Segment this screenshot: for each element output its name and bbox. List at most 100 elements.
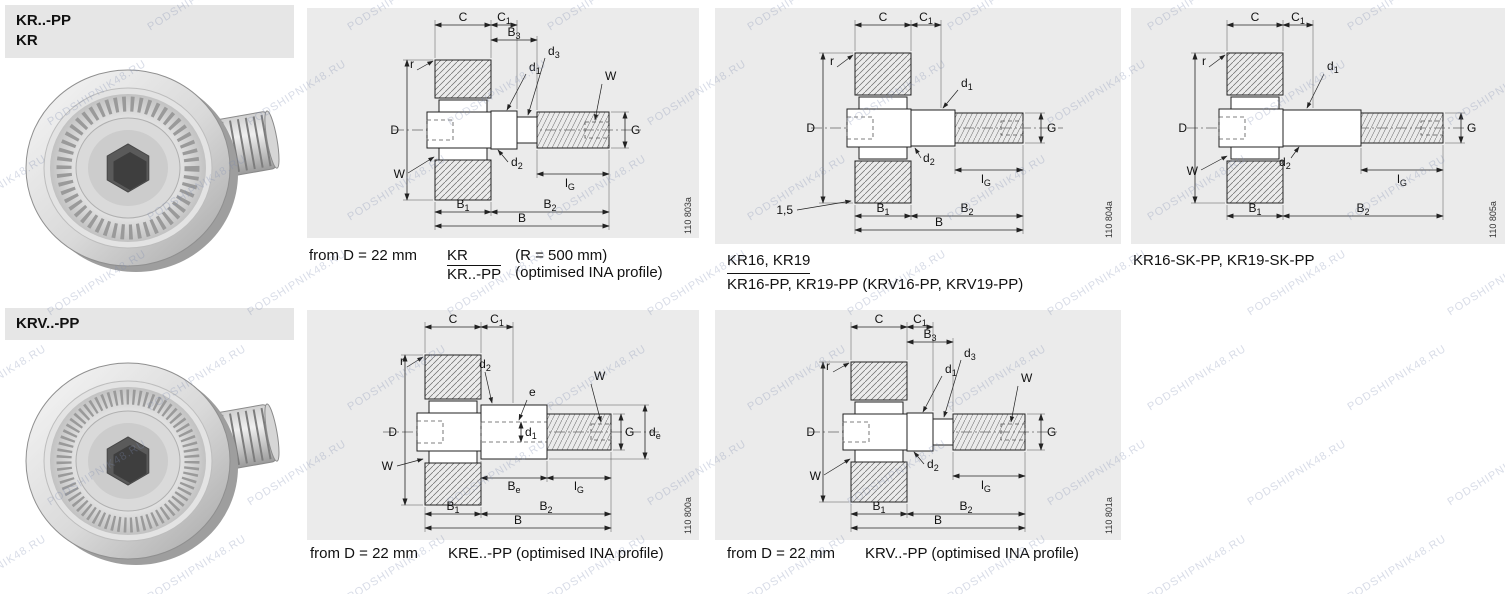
caption-fig4-prefix: from D = 22 mm (310, 545, 418, 562)
dim-d1: d1 (529, 60, 541, 76)
dim-G: G (1047, 121, 1056, 135)
dim-B3: B3 (507, 25, 520, 41)
dim-chamfer: 1,5 (776, 203, 793, 217)
dimension-lines (820, 22, 1044, 233)
dim-C: C (879, 10, 888, 24)
dim-B1: B1 (876, 201, 889, 217)
dim-r: r (830, 54, 834, 68)
caption-fig4-label: KRE..-PP (optimised INA profile) (447, 545, 664, 562)
caption-fig1-note: (R = 500 mm) (optimised INA profile) (515, 247, 663, 281)
dim-B2: B2 (539, 499, 552, 515)
roller-section (416, 354, 482, 506)
caption-fig1-designation: KR KR..-PP (446, 247, 502, 283)
dim-C: C (1251, 10, 1260, 24)
dim-d2: d2 (923, 151, 935, 167)
leader-lines (823, 359, 1019, 476)
dim-r: r (410, 57, 414, 71)
dim-r: r (826, 359, 830, 373)
drawing-kre-cross-section: C C1 d2 e d1 W r D G de W Be lG B1 B2 B … (382, 312, 693, 534)
stud-section (490, 110, 610, 150)
drawing-krv-cross-section: C C1 B3 d3 d1 W r D G W d2 lG B1 B2 B 11… (806, 312, 1114, 534)
dim-C: C (875, 312, 884, 326)
extension-lines (401, 322, 649, 532)
dim-C1: C1 (1291, 10, 1305, 26)
dim-B1: B1 (872, 499, 885, 515)
dim-e: e (529, 385, 536, 399)
dim-lG: lG (981, 478, 991, 494)
stud-section (910, 109, 1024, 147)
dim-C: C (459, 10, 468, 24)
dim-W-top: W (1021, 371, 1033, 385)
dim-B1: B1 (446, 499, 459, 515)
dim-d2: d2 (511, 155, 523, 171)
dim-d1: d1 (525, 425, 537, 441)
dim-W-bottom: W (810, 469, 822, 483)
dim-D: D (1178, 121, 1187, 135)
figure-panel-kr16: C C1 d1 d2 r D G lG 1,5 B1 B2 B 110 804a (715, 8, 1121, 244)
dim-C: C (449, 312, 458, 326)
roller-render (25, 362, 238, 565)
dim-B3: B3 (923, 327, 936, 343)
dim-C1: C1 (919, 10, 933, 26)
dim-C1: C1 (913, 312, 927, 328)
stud-section (906, 412, 1026, 452)
dim-W-bottom: W (394, 167, 406, 181)
dimension-lines (820, 324, 1044, 531)
caption-fig3-line1: KR16-SK-PP, KR19-SK-PP (1133, 252, 1315, 269)
roller-section (846, 52, 912, 204)
dim-D: D (806, 425, 815, 439)
dim-W-bottom: W (382, 459, 394, 473)
dimension-lines (1192, 22, 1464, 219)
kr-bearing-photo (25, 69, 280, 272)
caption-fig2-line2: KR16-PP, KR19-PP (KRV16-PP, KRV19-PP) (727, 275, 1024, 293)
caption-fig5-label: KRV..-PP (optimised INA profile) (864, 545, 1079, 562)
dimension-lines (402, 324, 648, 531)
series-title-krv: KRV..-PP (5, 308, 294, 341)
figure-number: 110 803a (683, 197, 693, 234)
dim-B: B (934, 513, 942, 527)
dim-lG: lG (565, 176, 575, 192)
dim-G: G (1467, 121, 1476, 135)
roller-section (1218, 52, 1284, 204)
dim-B: B (514, 513, 522, 527)
dim-B2: B2 (543, 197, 556, 213)
caption-fig5-prefix: from D = 22 mm (727, 545, 835, 562)
dim-G: G (1047, 425, 1056, 439)
roller-render (25, 69, 238, 272)
dim-B2: B2 (960, 201, 973, 217)
dim-D: D (390, 123, 399, 137)
caption-fig1: from D = 22 mm KR KR..-PP (R = 500 mm) (… (309, 247, 663, 283)
figure-number: 110 805a (1488, 201, 1498, 238)
dim-r: r (400, 354, 404, 368)
dim-d1: d1 (1327, 59, 1339, 75)
series-title-kr-line1: KR..-PP (16, 12, 72, 29)
dim-G: G (631, 123, 640, 137)
dim-B1: B1 (1248, 201, 1261, 217)
drawing-kr16-sk-cross-section: C C1 d1 r D W d2 G lG B1 B2 110 805a (1178, 10, 1498, 238)
dim-B2: B2 (959, 499, 972, 515)
dim-lG: lG (981, 172, 991, 188)
dim-d2: d2 (927, 457, 939, 473)
dim-d1: d1 (945, 362, 957, 378)
leader-lines (396, 356, 602, 467)
figure-panel-krv: C C1 B3 d3 d1 W r D G W d2 lG B1 B2 B 11… (715, 310, 1121, 540)
figure-number: 110 801a (1104, 497, 1114, 534)
figure-number: 110 800a (683, 497, 693, 534)
dim-C1: C1 (490, 312, 504, 328)
dim-lG: lG (574, 479, 584, 495)
dim-W-top: W (594, 369, 606, 383)
drawing-kr-cross-section: C C1 B3 d3 d1 W r D G W d2 lG B1 B2 B 11… (390, 10, 693, 234)
dim-B2: B2 (1356, 201, 1369, 217)
dim-d2: d2 (479, 357, 491, 373)
series-title-kr-line2: KR (16, 32, 38, 50)
dim-d3: d3 (548, 44, 560, 60)
dim-W-bottom: W (1187, 164, 1199, 178)
dim-d1: d1 (961, 76, 973, 92)
leader-lines (407, 57, 603, 174)
dim-lG: lG (1397, 172, 1407, 188)
series-title-krv-line1: KRV..-PP (16, 315, 80, 332)
caption-fig3: KR16-SK-PP, KR19-SK-PP (1133, 252, 1314, 269)
dim-B: B (935, 215, 943, 229)
caption-fig2-line1: KR16, KR19 (727, 250, 1023, 274)
dim-r: r (1202, 54, 1206, 68)
